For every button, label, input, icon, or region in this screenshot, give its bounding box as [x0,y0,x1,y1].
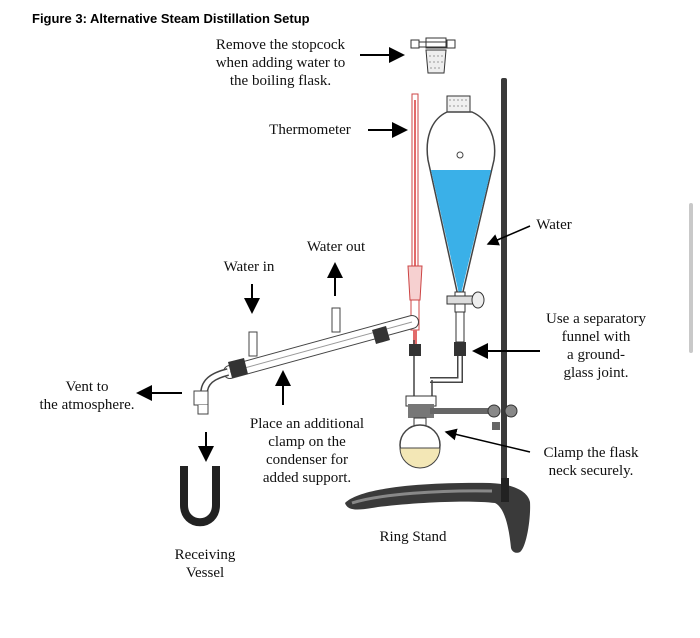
distillation-head [405,340,518,430]
thermometer-label: Thermometer [269,122,351,138]
stopcock-note-line-3: the boiling flask. [229,73,332,89]
water-in-funnel [431,170,491,294]
funnel-note-line-3: a ground- [567,347,625,363]
stopcock-note-line-1: Remove the stopcock [215,37,346,53]
water-label: Water [536,217,572,233]
funnel-note-line-4: glass joint. [563,365,629,381]
flask-clamp-note-line-1: Clamp the flask [543,445,639,461]
vent-note: Vent to the atmosphere. [28,378,146,414]
vertical-scrollbar[interactable] [689,203,693,353]
flask-clamp-note-line-2: neck securely. [548,463,634,479]
ring-stand-base [345,482,531,553]
receiving-vessel-label-line-2: Vessel [185,565,225,581]
condenser-clamp-note-line-2: clamp on the [268,434,346,450]
ring-stand-label: Ring Stand [379,529,447,545]
condenser [193,307,419,415]
separatory-funnel [426,95,496,383]
receiving-vessel-label: Receiving Vessel [162,546,248,582]
water-in-label: Water in [223,259,275,275]
water-out-label: Water out [306,239,366,255]
condenser-clamp-note-line-1: Place an additional [249,416,365,432]
receiving-vessel-label-line-1: Receiving [174,547,236,563]
condenser-clamp-note-line-4: added support. [262,470,352,486]
funnel-note: Use a separatory funnel with a ground- g… [530,310,662,382]
vent-note-line-2: the atmosphere. [39,397,135,413]
thermometer [407,93,423,344]
funnel-note-line-1: Use a separatory [546,311,646,327]
stopcock-icon [410,37,456,74]
receiving-vessel [180,466,220,527]
stopcock-note: Remove the stopcock when adding water to… [198,36,363,90]
ring-stand-pole [501,78,507,500]
vent-note-line-1: Vent to [65,379,109,395]
condenser-clamp-note: Place an additional clamp on the condens… [232,415,382,487]
boiling-flask [399,417,441,469]
condenser-clamp-note-line-3: condenser for [265,452,349,468]
funnel-note-line-2: funnel with [561,329,631,345]
flask-clamp-note: Clamp the flask neck securely. [530,444,652,480]
figure-title: Figure 3: Alternative Steam Distillation… [32,11,310,26]
stopcock-note-line-2: when adding water to [215,55,346,71]
